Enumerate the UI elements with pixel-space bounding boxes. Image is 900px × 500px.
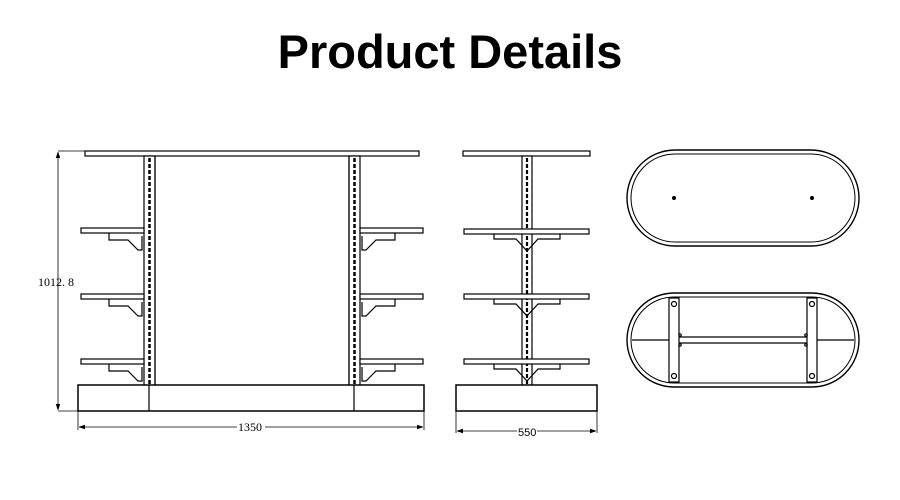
top-view [626, 149, 860, 247]
page-title: Product Details [277, 25, 623, 78]
bottom-view [626, 292, 860, 388]
left-shelves [80, 227, 145, 382]
right-shelves [359, 227, 424, 382]
height-dimension-label: 1012. 8 [38, 275, 74, 289]
depth-dimension-label: 550 [518, 427, 536, 439]
width-dimension-label: 1350 [238, 420, 262, 434]
side-view [455, 150, 598, 434]
front-view [55, 150, 425, 430]
